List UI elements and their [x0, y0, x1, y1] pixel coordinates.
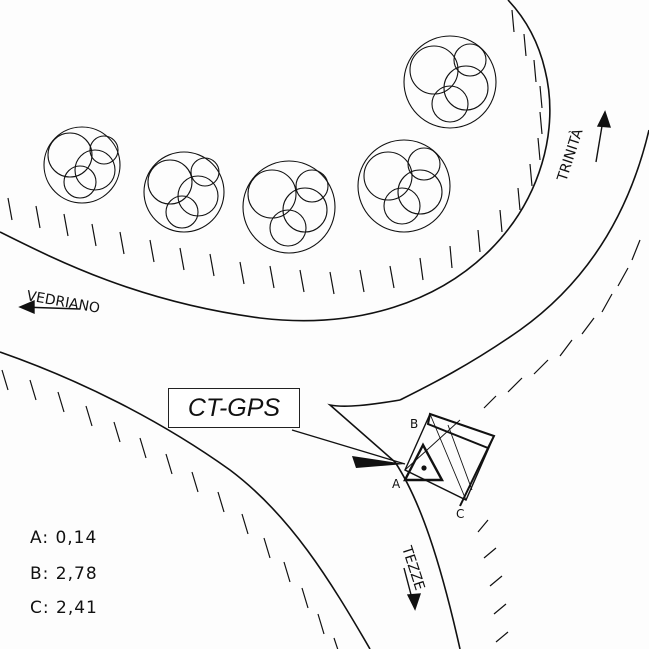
- road-hatching: [1, 9, 641, 649]
- tree-icon: [403, 35, 497, 129]
- tree-icon: [242, 160, 336, 254]
- arrow-icon: [403, 567, 421, 611]
- right-road-edge: [399, 129, 649, 401]
- measurement-c: C: 2,41: [30, 598, 98, 618]
- lower-road-edge: [0, 351, 371, 649]
- place-label-vedriano: VEDRIANO: [25, 288, 101, 317]
- arrow-icon: [18, 299, 81, 315]
- point-label-a: A: [392, 477, 401, 491]
- junction-left-edge: [327, 399, 461, 649]
- point-label-b: B: [410, 417, 418, 431]
- measurement-b: B: 2,78: [30, 564, 98, 584]
- upper-road-inner-edge: [0, 0, 551, 322]
- tree-icon: [143, 151, 225, 233]
- trees: [43, 35, 497, 254]
- direction-arrows: [18, 110, 611, 611]
- station-frame: [404, 413, 495, 501]
- place-label-trinita: TRINITÀ: [553, 126, 586, 184]
- measurement-a: A: 0,14: [30, 528, 98, 548]
- station-area: [404, 412, 496, 507]
- tree-icon: [357, 139, 451, 233]
- tree-icon: [43, 126, 121, 204]
- point-label-c: C: [456, 507, 464, 521]
- place-label-tezze: TEZZE: [398, 543, 428, 592]
- station-name-label: CT-GPS: [168, 388, 300, 428]
- leader-arrow: [291, 429, 406, 468]
- triangle-dot-icon: [403, 442, 445, 482]
- arrow-icon: [595, 110, 611, 163]
